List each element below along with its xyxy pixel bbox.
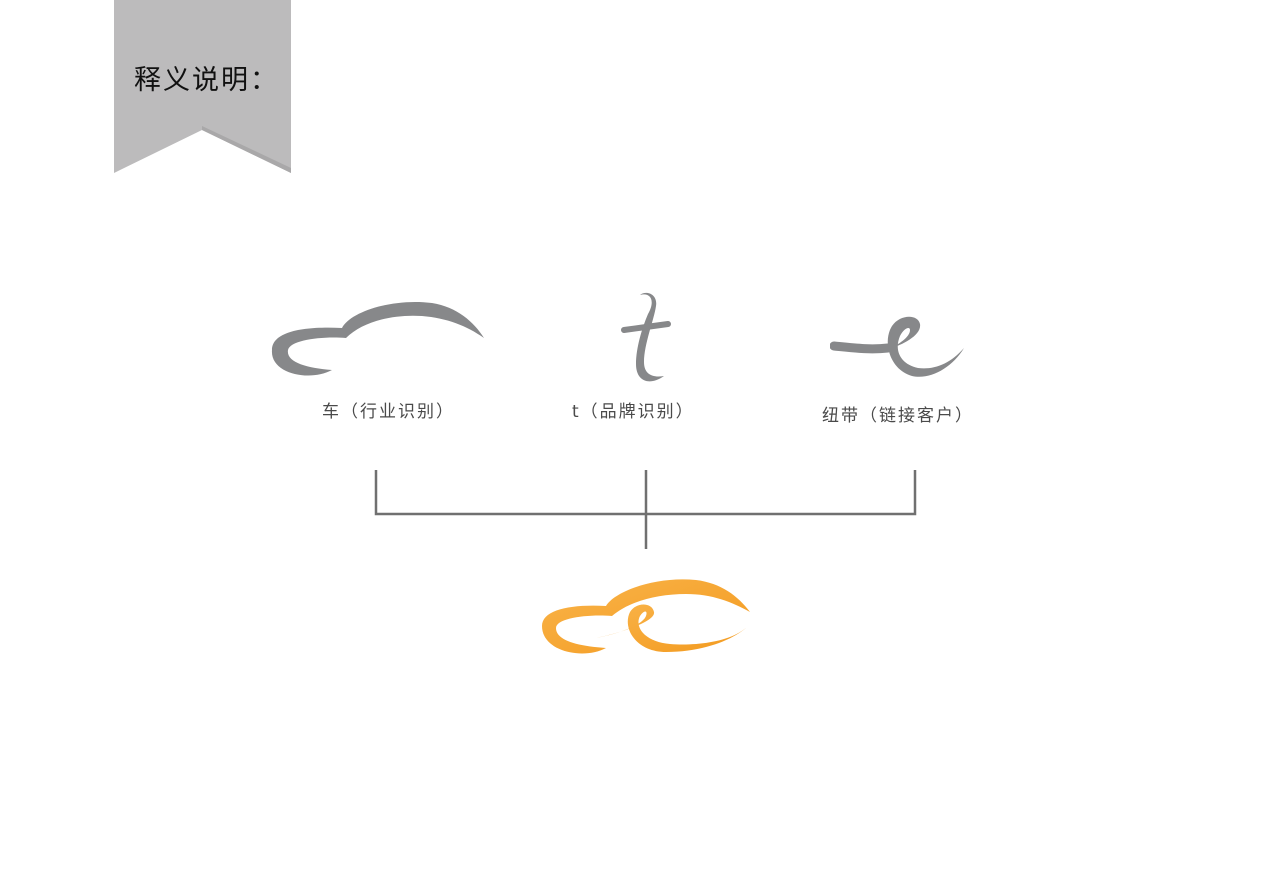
bookmark-ribbon [114,0,291,173]
ribbon-label: 纽带（链接客户） [822,406,974,426]
letter-t-icon [621,292,671,382]
car-label: 车（行业识别） [322,402,455,422]
section-title: 释义说明： [134,65,279,96]
combined-logo [542,579,750,654]
connector-bracket [374,470,917,549]
t-label: t（品牌识别） [572,402,695,422]
ribbon-e-icon [830,316,964,377]
car-shape-icon [271,301,484,376]
